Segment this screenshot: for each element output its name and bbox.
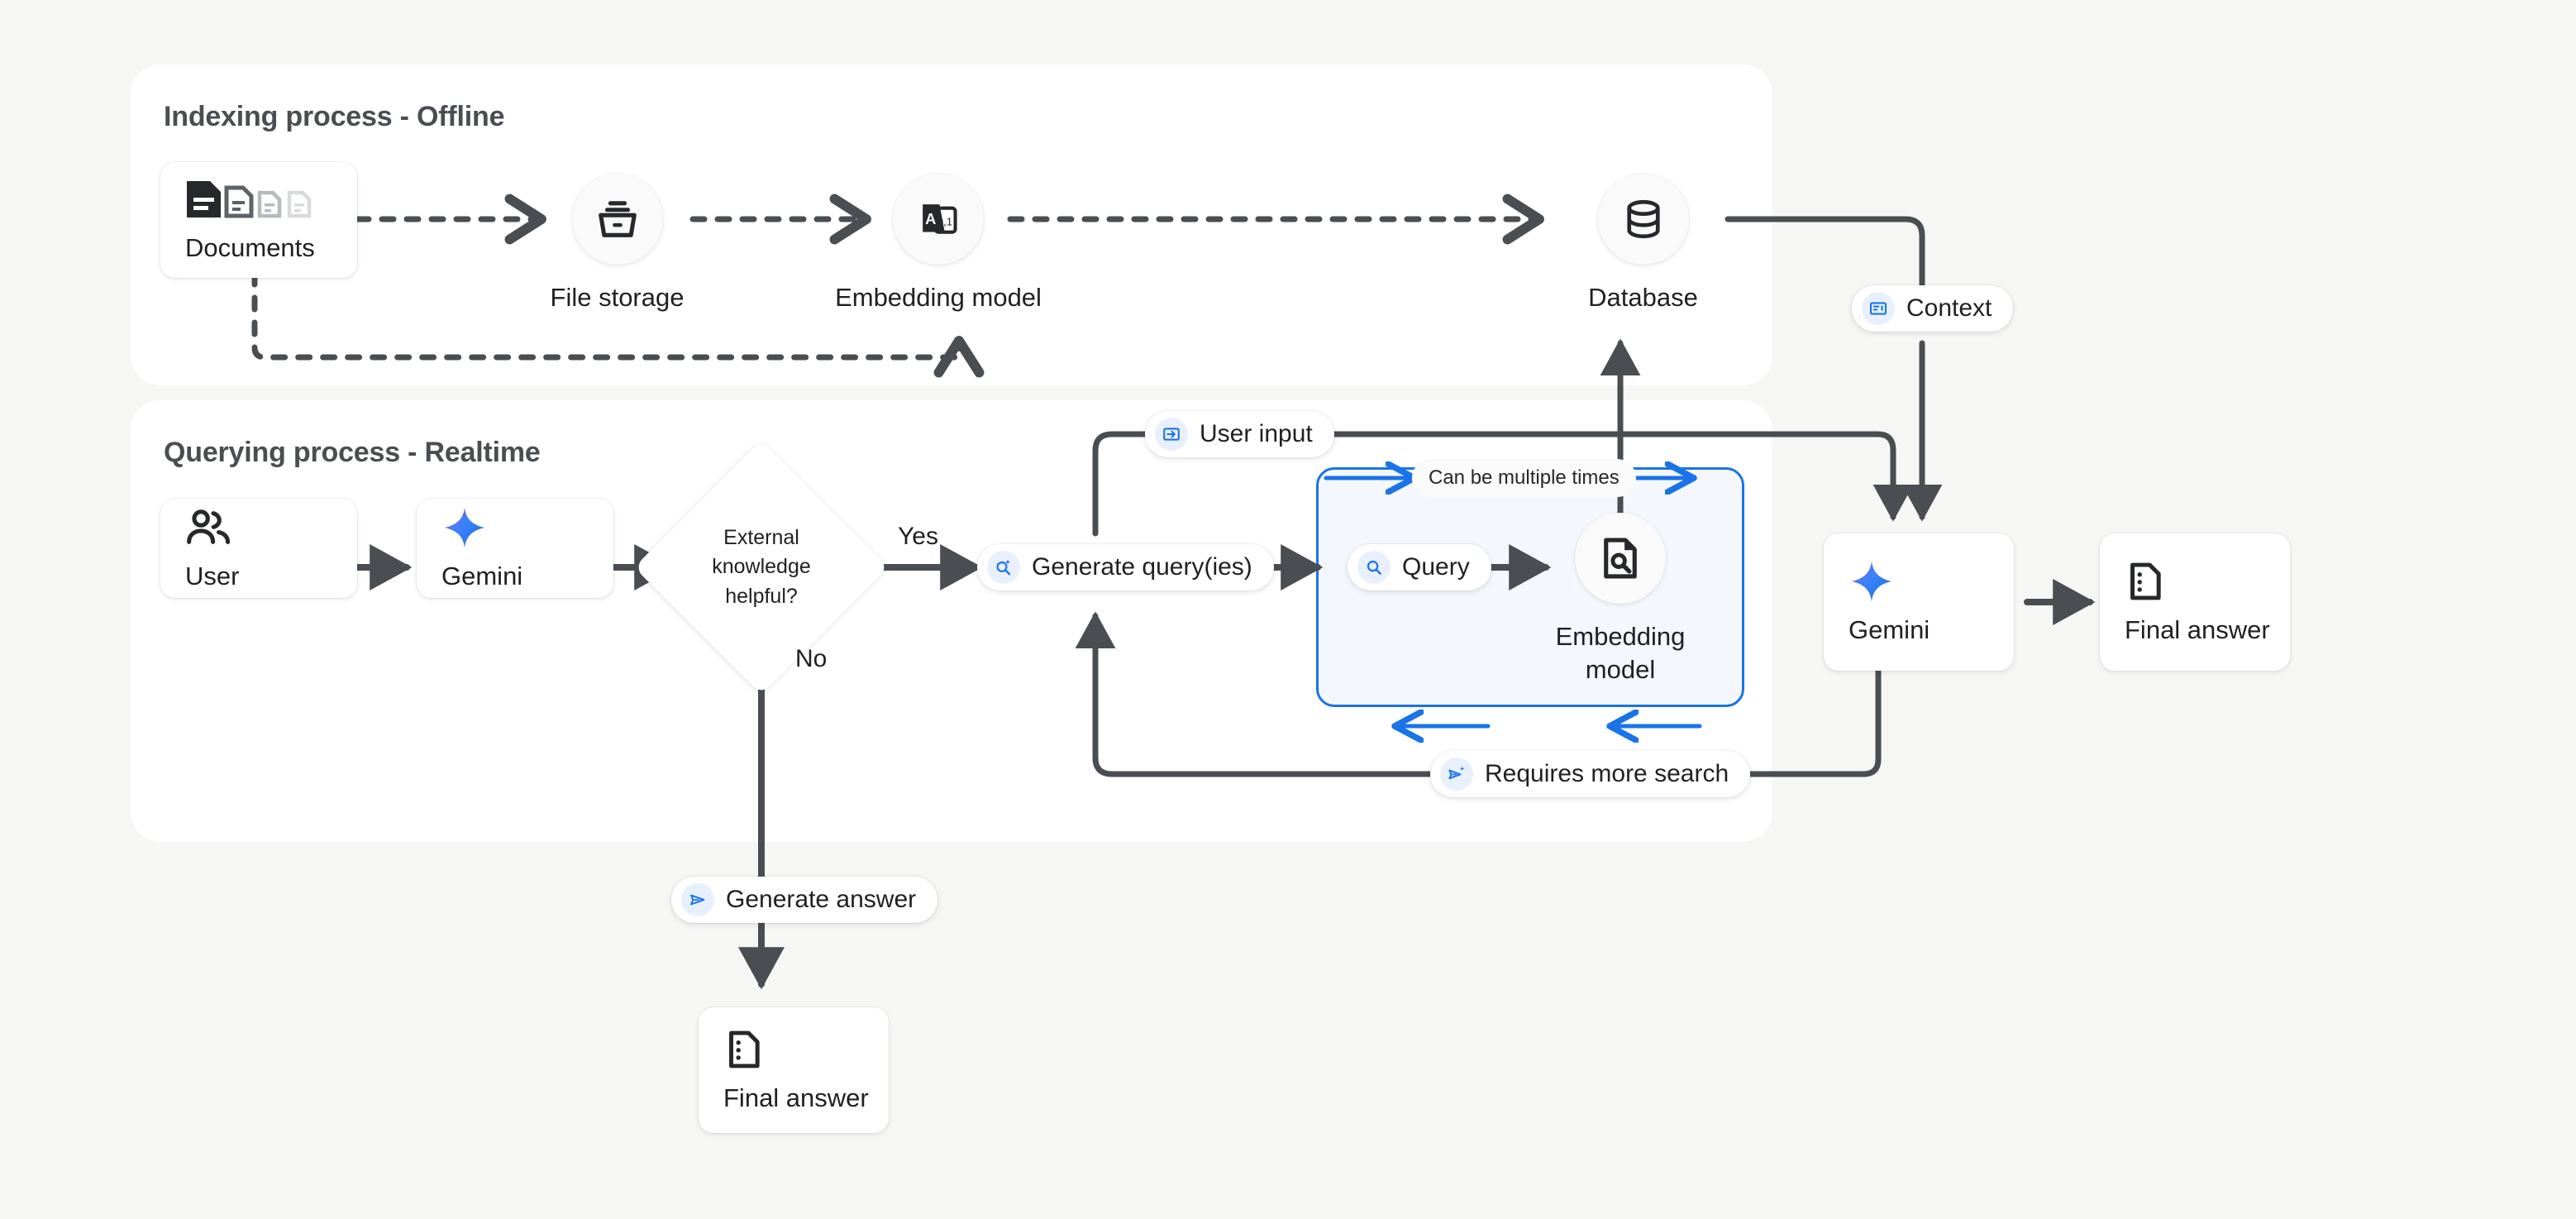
requires-more-search-label: Requires more search [1485,760,1729,787]
user-label: User [185,562,240,590]
node-embedding-model-query[interactable]: Embedding model [1556,513,1685,686]
gemini-sparkle-icon [441,505,613,550]
send-sparkle-icon [1440,758,1473,791]
embedding-model-icon: 0,1 A [893,174,984,265]
pill-generate-queries[interactable]: Generate query(ies) [977,544,1274,590]
pill-query[interactable]: Query [1348,544,1491,590]
panel-indexing-title: Indexing process - Offline [164,101,505,132]
gemini-second-label: Gemini [1849,615,1930,644]
search-sparkle-icon [987,551,1020,584]
gemini-sparkle-icon [1849,559,2014,604]
file-storage-icon [571,174,663,265]
file-storage-label: File storage [550,283,685,312]
final-answer-right-label: Final answer [2125,615,2270,644]
user-icon [185,505,357,550]
panel-querying-title: Querying process - Realtime [164,437,541,468]
pill-user-input[interactable]: User input [1145,411,1334,457]
node-database[interactable]: Database [1575,174,1711,314]
final-answer-icon [723,1027,889,1072]
send-icon [681,883,714,916]
branch-label-yes: Yes [898,523,938,550]
decision-label: External knowledge helpful? [712,525,811,608]
document-search-icon [1575,513,1666,604]
context-icon [1862,292,1895,325]
card-final-answer-bottom[interactable]: Final answer [699,1007,889,1133]
documents-icon [185,177,357,222]
database-label: Database [1588,283,1698,312]
query-label: Query [1402,553,1470,581]
node-embedding-model-index[interactable]: 0,1 A Embedding model [835,174,1042,314]
database-icon [1597,174,1689,265]
final-answer-icon [2125,559,2290,604]
embedding-model-label: Embedding model [835,283,1042,312]
user-input-label: User input [1200,420,1313,447]
branch-label-no: No [795,645,828,672]
svg-text:A: A [925,210,936,227]
input-icon [1155,418,1188,451]
loop-note: Can be multiple times [1412,459,1636,497]
card-gemini-second[interactable]: Gemini [1824,533,2014,671]
pill-context[interactable]: Context [1852,285,2014,332]
gemini-first-label: Gemini [441,562,523,590]
final-answer-bottom-label: Final answer [723,1083,869,1112]
pill-generate-answer[interactable]: Generate answer [671,877,938,923]
decision-external-knowledge[interactable]: External knowledge helpful? [633,439,890,696]
pill-requires-more-search[interactable]: Requires more search [1430,751,1751,797]
context-label: Context [1906,294,1992,322]
embedding-model-query-label: Embedding model [1555,622,1686,684]
card-user[interactable]: User [160,499,357,598]
search-icon [1357,551,1391,584]
generate-queries-label: Generate query(ies) [1032,553,1252,581]
card-final-answer-right[interactable]: Final answer [2100,533,2290,671]
node-file-storage[interactable]: File storage [541,174,693,314]
generate-answer-label: Generate answer [726,886,917,913]
card-documents[interactable]: Documents [160,162,357,278]
documents-label: Documents [185,233,315,262]
card-gemini-first[interactable]: Gemini [417,499,613,598]
